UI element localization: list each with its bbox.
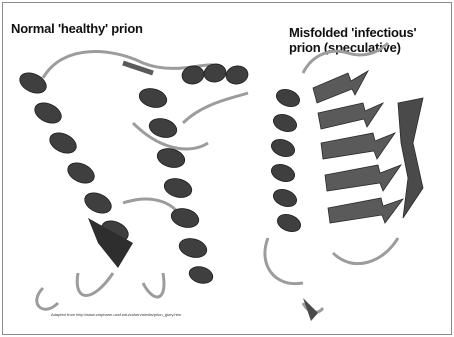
prion-structures-illustration	[3, 3, 451, 334]
normal-helix-1	[17, 69, 132, 245]
beta-strand-1	[313, 71, 368, 103]
image-credit: Adapted from http://www.cmpharm.ucsf.edu…	[51, 312, 351, 317]
beta-strand-2	[318, 103, 383, 129]
misfolded-prion-structure	[265, 43, 423, 321]
misfolded-tail-strand	[303, 298, 318, 321]
beta-strand-5	[328, 198, 403, 223]
misfolded-helix	[269, 86, 303, 234]
figure-frame: Normal 'healthy' prion Misfolded 'infect…	[2, 2, 452, 335]
normal-prion-structure	[17, 52, 250, 310]
beta-strand-3	[321, 133, 395, 159]
misfolded-beta-sheet	[313, 71, 423, 223]
normal-helix-2	[137, 86, 215, 286]
beta-strand-4	[325, 165, 401, 191]
